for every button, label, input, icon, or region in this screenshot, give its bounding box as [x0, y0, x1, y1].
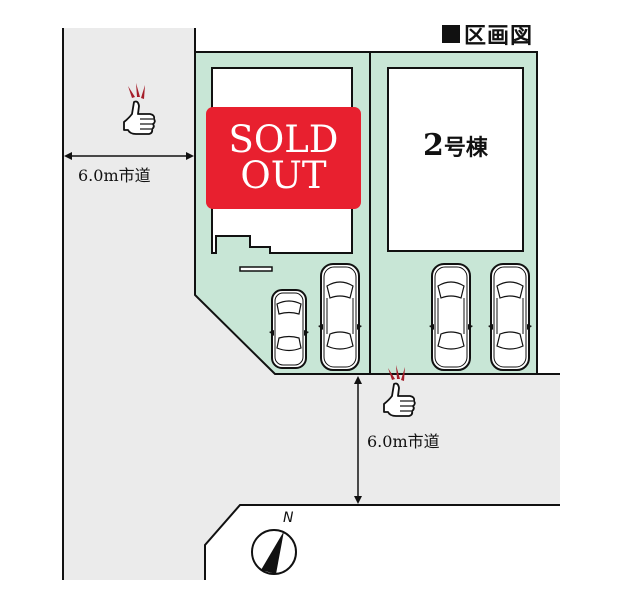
page-title: 区画図 [442, 18, 533, 50]
car-icon [317, 263, 363, 371]
north-arrow-icon [251, 529, 297, 575]
left-road-label: 6.0m市道 [78, 166, 151, 185]
lot-2-building [387, 67, 524, 252]
car-icon [487, 263, 533, 371]
sold-out-badge: SOLD OUT [206, 107, 361, 209]
car-icon [268, 289, 310, 369]
car-icon [428, 263, 474, 371]
lot-2-label: 2号棟 [423, 128, 488, 163]
black-square-icon [442, 25, 460, 43]
lot-1-step [239, 266, 273, 272]
north-label: N [283, 510, 294, 526]
bottom-road [63, 374, 560, 580]
bottom-road-label: 6.0m市道 [367, 432, 440, 451]
